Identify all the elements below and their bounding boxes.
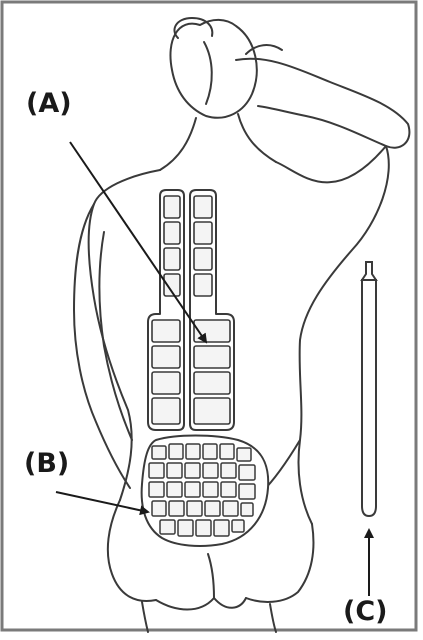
buttocks-curve [156, 598, 246, 610]
leg-right [270, 604, 276, 632]
spine-pack [148, 190, 234, 430]
label-b: (B) [24, 450, 69, 477]
neck-right [238, 114, 276, 162]
leg-left [142, 602, 148, 632]
lumbar-pack [142, 436, 269, 547]
arrow-a [70, 142, 206, 342]
label-a: (A) [26, 90, 72, 117]
hair-strand [204, 42, 212, 104]
probe-rod [362, 262, 376, 516]
probe-rod-tip [362, 262, 376, 280]
arrow-b [56, 492, 148, 512]
figure-illustration [74, 18, 409, 632]
neck-left [160, 118, 196, 170]
hip-right [246, 524, 313, 602]
label-c: (C) [343, 598, 388, 625]
raised-arm [236, 59, 409, 148]
buttocks-cleft [208, 554, 214, 598]
probe-rod-body [362, 280, 376, 516]
head-outline [170, 20, 256, 118]
